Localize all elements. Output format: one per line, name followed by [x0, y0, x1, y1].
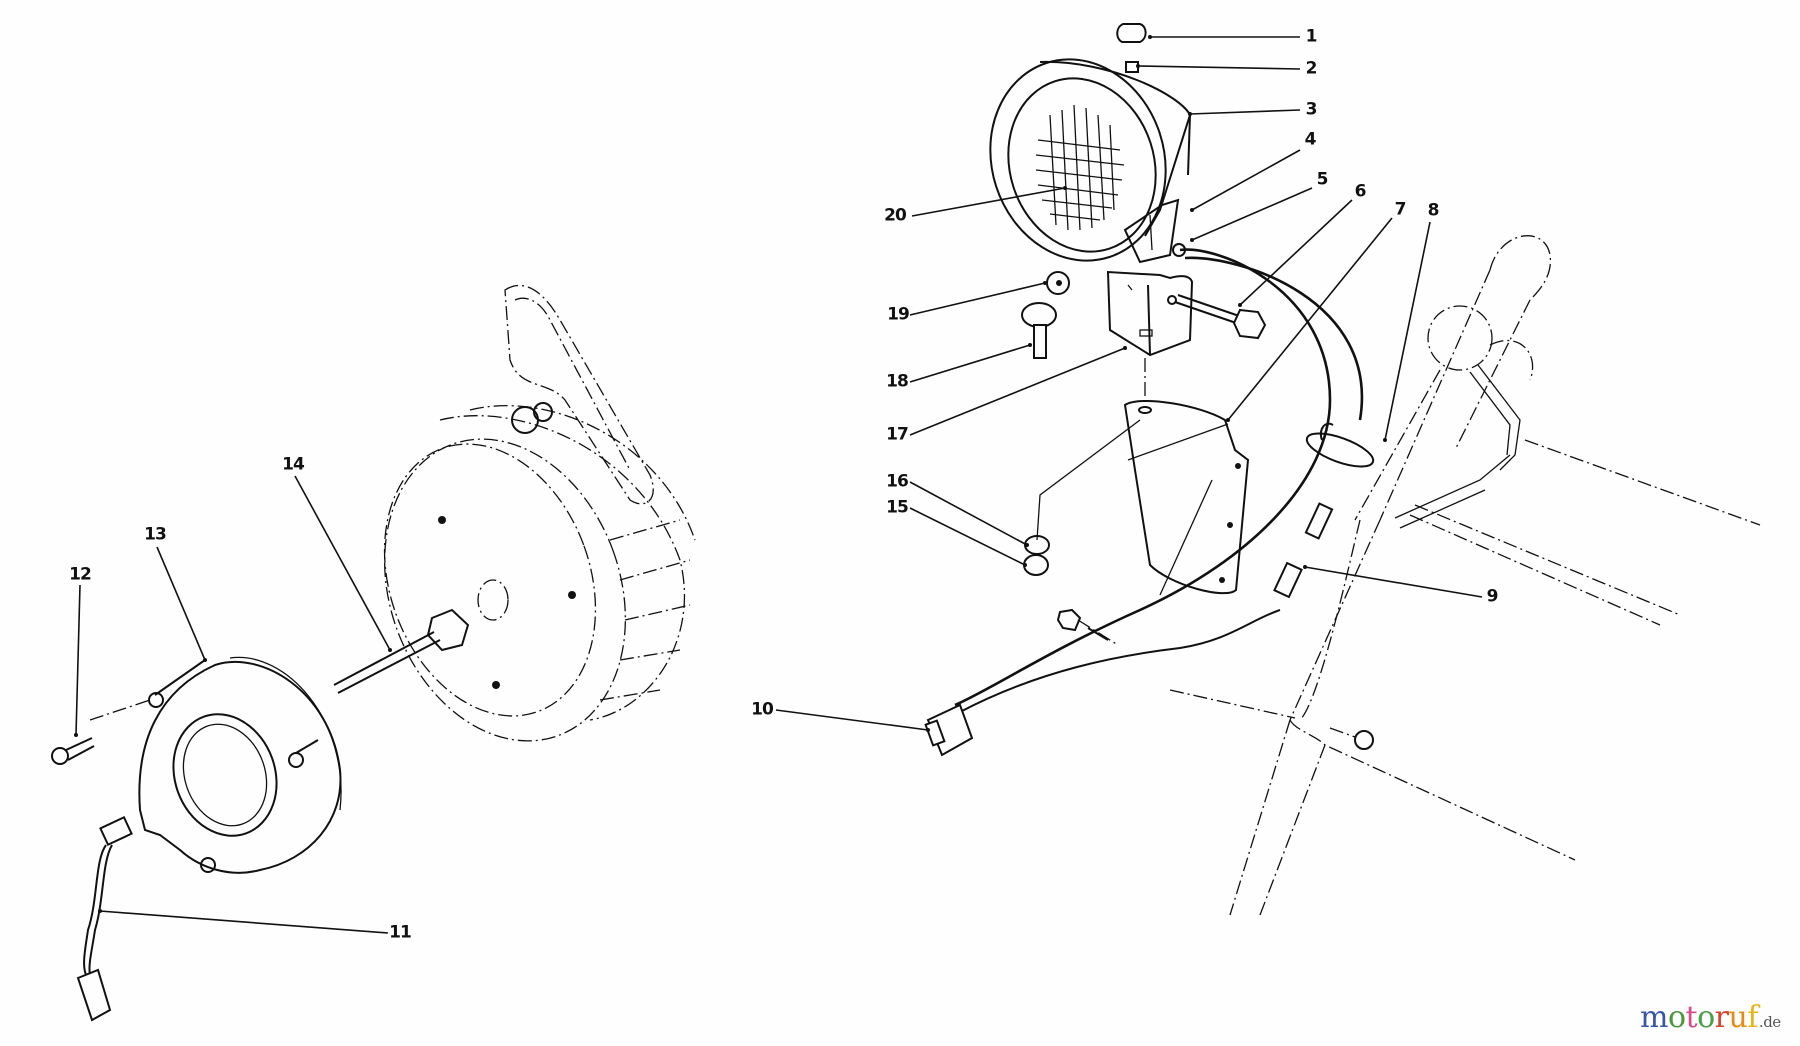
callout-label-8: 8: [1427, 200, 1440, 221]
logo-letter: o: [1667, 1000, 1686, 1035]
logo-letter: o: [1697, 1000, 1715, 1035]
callout-label-10: 10: [751, 699, 774, 720]
logo-letter: t: [1685, 1000, 1698, 1035]
callout-label-20: 20: [884, 205, 907, 226]
callout-label-5: 5: [1316, 169, 1329, 190]
callout-label-6: 6: [1354, 181, 1367, 202]
callout-label-19: 19: [887, 304, 910, 325]
callout-label-14: 14: [282, 454, 305, 475]
motoruf-watermark-logo: motoruf.de: [1640, 1000, 1781, 1035]
callout-label-12: 12: [69, 564, 92, 585]
logo-tld: .de: [1758, 1013, 1781, 1031]
callout-label-15: 15: [886, 497, 909, 518]
callout-label-17: 17: [886, 424, 909, 445]
callout-label-13: 13: [144, 524, 167, 545]
callout-label-3: 3: [1305, 99, 1318, 120]
logo-letter: u: [1728, 1000, 1748, 1035]
callout-label-16: 16: [886, 471, 909, 492]
callout-label-7: 7: [1394, 199, 1407, 220]
callout-label-2: 2: [1305, 58, 1318, 79]
callout-label-11: 11: [389, 922, 412, 943]
callout-label-9: 9: [1486, 586, 1499, 607]
callout-label-4: 4: [1304, 129, 1317, 150]
logo-letter: f: [1747, 1000, 1758, 1035]
blower-housing: [333, 284, 696, 742]
logo-letter: r: [1714, 1000, 1729, 1035]
mounting-bracket: [1023, 358, 1250, 646]
callout-label-18: 18: [886, 371, 909, 392]
handlebar-frame: [1169, 235, 1761, 916]
leader-lines: [74, 35, 1483, 934]
callout-label-1: 1: [1305, 26, 1318, 47]
headlight-assembly: [989, 23, 1267, 359]
logo-letter: m: [1640, 1000, 1668, 1035]
wire-harness: [924, 248, 1375, 757]
alternator-stator: [51, 656, 342, 1022]
